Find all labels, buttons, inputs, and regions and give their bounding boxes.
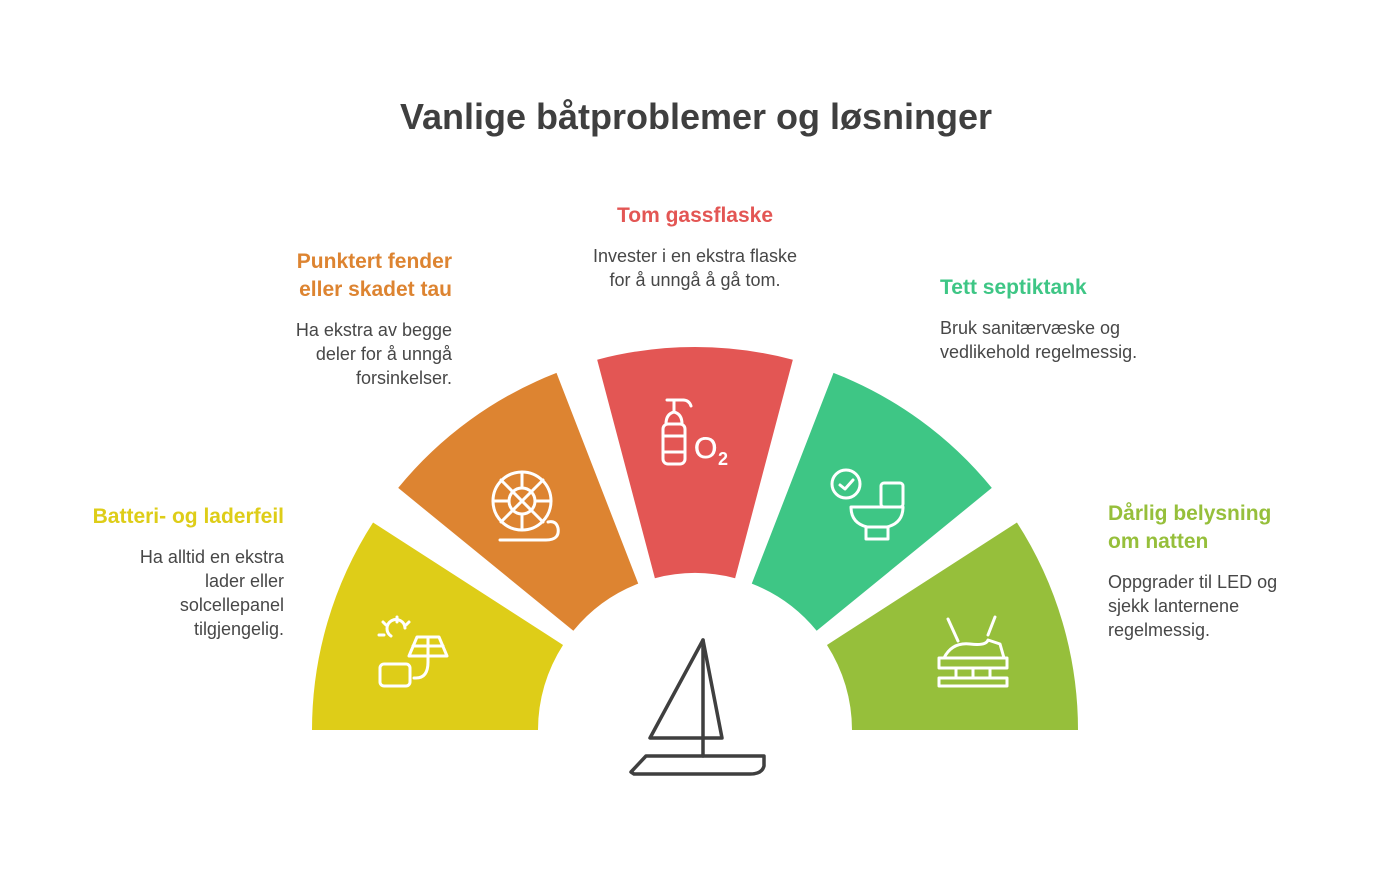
text-block-battery: Batteri- og laderfeil Ha alltid en ekstr…: [60, 503, 284, 641]
body-fender: Ha ekstra av begge deler for å unngå for…: [295, 320, 452, 388]
text-block-lighting: Dårlig belysning om natten Oppgrader til…: [1108, 500, 1308, 642]
gas-icon-sub: 2: [718, 449, 728, 469]
body-gas: Invester i en ekstra flaske for å unngå …: [592, 246, 798, 290]
heading-gas: Tom gassflaske: [616, 204, 773, 227]
damaged-rope-icon: [491, 470, 560, 542]
gas-icon-o: O: [694, 432, 717, 465]
toilet-check-icon: [830, 468, 905, 541]
heading-lighting: Dårlig belysning om natten: [1108, 502, 1272, 553]
segment-battery: [312, 522, 564, 730]
text-block-gas: Tom gassflaske Invester i en ekstra flas…: [585, 202, 805, 292]
text-block-fender: Punktert fender eller skadet tau Ha ekst…: [260, 248, 452, 390]
heading-fender: Punktert fender eller skadet tau: [296, 250, 452, 301]
body-lighting: Oppgrader til LED og sjekk lanternene re…: [1108, 572, 1278, 640]
solar-battery-icon: [377, 615, 449, 688]
page-title: Vanlige båtproblemer og løsninger: [399, 96, 993, 137]
body-septic: Bruk sanitærvæske og vedlikehold regelme…: [940, 318, 1138, 362]
boat-light-icon: [937, 615, 1009, 688]
icons-group: O 2: [377, 398, 1009, 776]
heading-septic: Tett septiktank: [940, 276, 1087, 299]
segment-septic: [751, 372, 992, 631]
heading-battery: Batteri- og laderfeil: [92, 505, 284, 528]
body-battery: Ha alltid en ekstra lader eller solcelle…: [139, 547, 284, 639]
segment-fender: [398, 372, 639, 631]
sailboat-icon: [629, 638, 766, 776]
gas-bottle-icon: [661, 398, 693, 466]
text-block-septic: Tett septiktank Bruk sanitærvæske og ved…: [940, 274, 1150, 364]
segment-gas: [597, 347, 793, 579]
